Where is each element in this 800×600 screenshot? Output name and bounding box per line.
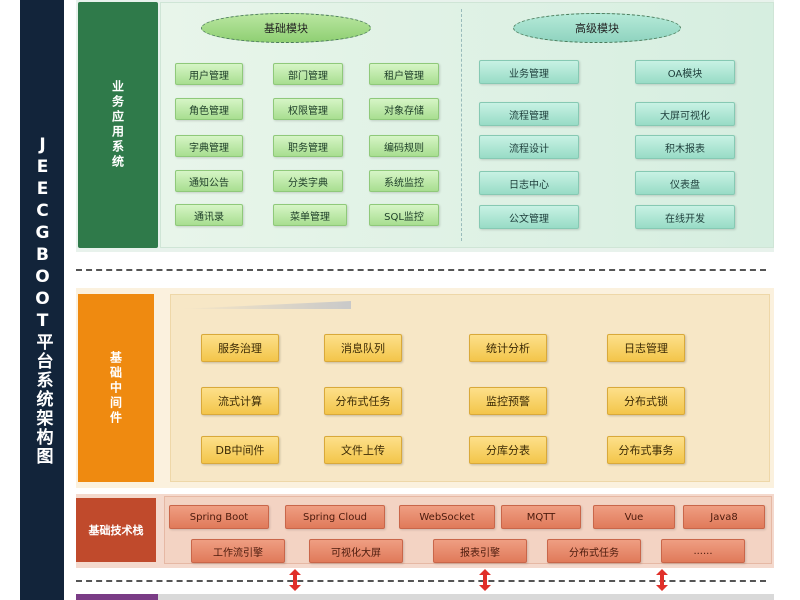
- basic-item[interactable]: 职务管理: [273, 135, 343, 157]
- tech-stack-body: Spring Boot Spring Cloud WebSocket MQTT …: [164, 496, 772, 564]
- advanced-item[interactable]: OA模块: [635, 60, 735, 84]
- double-arrow-icon: [656, 569, 668, 591]
- title-bar: JEECGBOOT平台系统架构图: [20, 0, 64, 600]
- advanced-item[interactable]: 仪表盘: [635, 171, 735, 195]
- basic-item[interactable]: SQL监控: [369, 204, 439, 226]
- tech-item[interactable]: 工作流引擎: [191, 539, 285, 563]
- middleware-label: 基础中间件: [78, 294, 154, 482]
- basic-item[interactable]: 对象存储: [369, 98, 439, 120]
- tech-item[interactable]: Spring Boot: [169, 505, 269, 529]
- advanced-item[interactable]: 在线开发: [635, 205, 735, 229]
- tech-item[interactable]: Spring Cloud: [285, 505, 385, 529]
- advanced-module-header: 高级模块: [513, 13, 681, 43]
- middleware-item[interactable]: 分布式锁: [607, 387, 685, 415]
- tech-item[interactable]: 可视化大屏: [309, 539, 403, 563]
- tech-item[interactable]: ......: [661, 539, 745, 563]
- double-arrow-icon: [479, 569, 491, 591]
- tech-item[interactable]: 分布式任务: [547, 539, 641, 563]
- advanced-item[interactable]: 大屏可视化: [635, 102, 735, 126]
- advanced-item[interactable]: 公文管理: [479, 205, 579, 229]
- basic-item[interactable]: 通讯录: [175, 204, 243, 226]
- tech-stack-section: 基础技术栈 Spring Boot Spring Cloud WebSocket…: [76, 494, 774, 568]
- middleware-item[interactable]: 分库分表: [469, 436, 547, 464]
- middleware-item[interactable]: 分布式任务: [324, 387, 402, 415]
- middleware-item[interactable]: DB中间件: [201, 436, 279, 464]
- basic-item[interactable]: 租户管理: [369, 63, 439, 85]
- bottom-section: [76, 594, 774, 600]
- middleware-item[interactable]: 分布式事务: [607, 436, 685, 464]
- basic-item[interactable]: 角色管理: [175, 98, 243, 120]
- middleware-item[interactable]: 流式计算: [201, 387, 279, 415]
- tech-item[interactable]: 报表引擎: [433, 539, 527, 563]
- middleware-item[interactable]: 服务治理: [201, 334, 279, 362]
- section-divider: [76, 269, 766, 271]
- middleware-body: 服务治理 消息队列 统计分析 日志管理 流式计算 分布式任务 监控预警 分布式锁…: [170, 294, 770, 482]
- advanced-item[interactable]: 日志中心: [479, 171, 579, 195]
- double-arrow-icon: [289, 569, 301, 591]
- tech-item[interactable]: WebSocket: [399, 505, 495, 529]
- business-section: 业务应用系统 基础模块 高级模块 用户管理 部门管理 租户管理 角色管理 权限管…: [76, 0, 774, 252]
- section-divider: [76, 580, 766, 582]
- basic-item[interactable]: 字典管理: [175, 135, 243, 157]
- basic-item[interactable]: 通知公告: [175, 170, 243, 192]
- basic-item[interactable]: 系统监控: [369, 170, 439, 192]
- tech-item[interactable]: Vue: [593, 505, 675, 529]
- middleware-item[interactable]: 监控预警: [469, 387, 547, 415]
- middleware-item[interactable]: 文件上传: [324, 436, 402, 464]
- tech-stack-label: 基础技术栈: [76, 498, 156, 562]
- decorative-ribbon: [179, 301, 351, 309]
- basic-item[interactable]: 编码规则: [369, 135, 439, 157]
- advanced-item[interactable]: 积木报表: [635, 135, 735, 159]
- basic-item[interactable]: 部门管理: [273, 63, 343, 85]
- business-body: 基础模块 高级模块 用户管理 部门管理 租户管理 角色管理 权限管理 对象存储 …: [160, 2, 774, 248]
- module-divider: [461, 9, 462, 241]
- middleware-item[interactable]: 消息队列: [324, 334, 402, 362]
- middleware-item[interactable]: 日志管理: [607, 334, 685, 362]
- basic-module-header: 基础模块: [201, 13, 371, 43]
- advanced-item[interactable]: 流程设计: [479, 135, 579, 159]
- basic-item[interactable]: 用户管理: [175, 63, 243, 85]
- advanced-item[interactable]: 流程管理: [479, 102, 579, 126]
- middleware-item[interactable]: 统计分析: [469, 334, 547, 362]
- diagram-title: JEECGBOOT平台系统架构图: [32, 134, 53, 466]
- advanced-item[interactable]: 业务管理: [479, 60, 579, 84]
- tech-item[interactable]: MQTT: [501, 505, 581, 529]
- basic-item[interactable]: 分类字典: [273, 170, 343, 192]
- bottom-section-label: [76, 594, 158, 600]
- tech-item[interactable]: Java8: [683, 505, 765, 529]
- business-label: 业务应用系统: [78, 2, 158, 248]
- middleware-section: 基础中间件 服务治理 消息队列 统计分析 日志管理 流式计算 分布式任务 监控预…: [76, 288, 774, 488]
- basic-item[interactable]: 菜单管理: [273, 204, 347, 226]
- basic-item[interactable]: 权限管理: [273, 98, 343, 120]
